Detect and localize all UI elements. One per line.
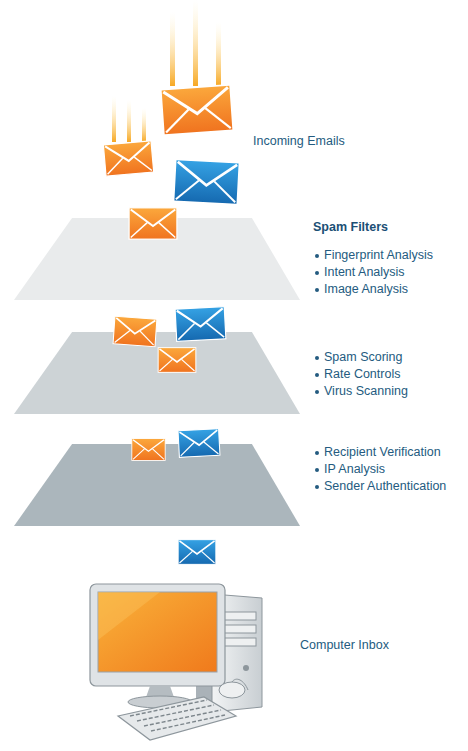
bullet-dot bbox=[315, 254, 319, 258]
filter-layer: Recipient VerificationIP AnalysisSender … bbox=[14, 444, 300, 526]
bullet-dot bbox=[315, 271, 319, 275]
layer-shape bbox=[14, 332, 300, 414]
filter-item: Sender Authentication bbox=[314, 478, 464, 495]
filter-text: Sender Authentication bbox=[324, 479, 446, 493]
filter-item: Rate Controls bbox=[314, 366, 464, 383]
bullet-dot bbox=[315, 390, 319, 394]
bullet-dot bbox=[315, 288, 319, 292]
bullet-dot bbox=[315, 468, 319, 472]
motion-streaks bbox=[112, 0, 221, 142]
filter-text: Rate Controls bbox=[324, 367, 400, 381]
bullet-dot bbox=[315, 356, 319, 360]
filter-text: Spam Scoring bbox=[324, 350, 403, 364]
filter-text: Virus Scanning bbox=[324, 384, 408, 398]
filter-list: Recipient Verification IP AnalysisSender … bbox=[314, 444, 464, 495]
envelopes bbox=[103, 85, 239, 565]
filter-item: Virus Scanning bbox=[314, 383, 464, 400]
filter-item: IP Analysis bbox=[314, 461, 464, 478]
filter-list: Spam ScoringRate ControlsVirus Scanning bbox=[314, 349, 464, 400]
layer-shape bbox=[14, 218, 300, 300]
layer-plane bbox=[14, 218, 300, 300]
bullet-dot bbox=[315, 451, 319, 455]
bullet-dot bbox=[315, 485, 319, 489]
filter-text: Image Analysis bbox=[324, 282, 408, 296]
filter-layer: Spam ScoringRate ControlsVirus Scanning bbox=[14, 332, 300, 414]
layer-shape bbox=[14, 444, 300, 526]
filter-item: Image Analysis bbox=[314, 281, 464, 298]
layer-plane bbox=[14, 332, 300, 414]
filter-list: Fingerprint AnalysisIntent AnalysisImage… bbox=[314, 247, 464, 298]
layer-plane bbox=[14, 444, 300, 526]
filter-text: Intent Analysis bbox=[324, 265, 405, 279]
filter-item: Intent Analysis bbox=[314, 264, 464, 281]
computer-illustration bbox=[90, 584, 262, 740]
filter-text: Fingerprint Analysis bbox=[324, 248, 433, 262]
bullet-dot bbox=[315, 373, 319, 377]
section-heading: Spam Filters bbox=[313, 219, 388, 236]
stage-label: Incoming Emails bbox=[253, 133, 345, 150]
filter-item: Spam Scoring bbox=[314, 349, 464, 366]
filter-text: IP Analysis bbox=[324, 462, 385, 476]
filter-item: Recipient Verification bbox=[314, 444, 464, 461]
filter-layer: Fingerprint AnalysisIntent AnalysisImage… bbox=[14, 218, 300, 300]
stage-label: Computer Inbox bbox=[300, 637, 389, 654]
filter-text: Recipient Verification bbox=[324, 445, 441, 459]
filter-item: Fingerprint Analysis bbox=[314, 247, 464, 264]
